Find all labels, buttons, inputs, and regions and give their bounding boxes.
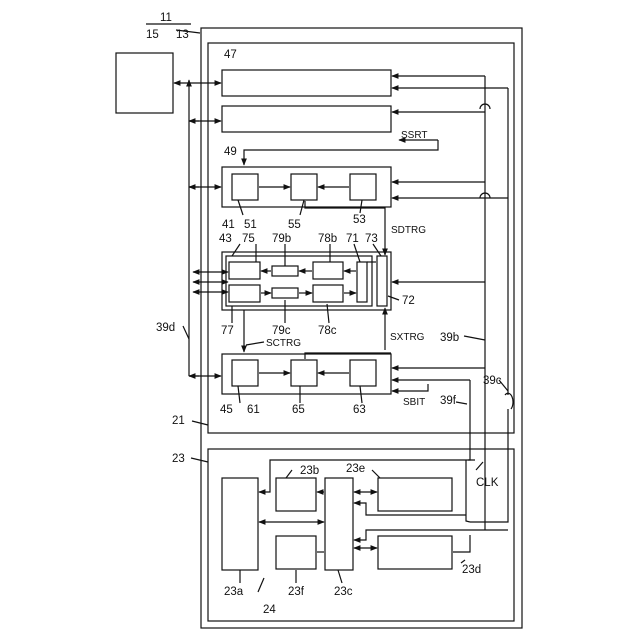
label-sdtrg: SDTRG xyxy=(391,225,426,236)
label-sctrg: SCTRG xyxy=(266,338,301,349)
block-61 xyxy=(232,360,258,386)
label-21: 21 xyxy=(172,415,185,427)
label-73: 73 xyxy=(365,233,378,245)
block-79c xyxy=(272,288,298,298)
box-15 xyxy=(116,53,173,113)
label-65: 65 xyxy=(292,404,305,416)
label-ssrt: SSRT xyxy=(401,130,428,141)
label-79c: 79c xyxy=(272,325,291,337)
label-61: 61 xyxy=(247,404,260,416)
block-47 xyxy=(222,70,391,96)
label-13: 13 xyxy=(176,29,189,41)
label-24: 24 xyxy=(263,604,276,616)
label-51: 51 xyxy=(244,219,257,231)
label-15: 15 xyxy=(146,29,159,41)
label-78b: 78b xyxy=(318,233,337,245)
label-39f: 39f xyxy=(440,395,457,407)
label-71: 71 xyxy=(346,233,359,245)
label-23a: 23a xyxy=(224,586,244,598)
label-63: 63 xyxy=(353,404,366,416)
label-39c: 39c xyxy=(483,375,502,387)
label-sxtrg: SXTRG xyxy=(390,332,425,343)
block-23b xyxy=(276,478,316,511)
label-39b: 39b xyxy=(440,332,459,344)
label-23c: 23c xyxy=(334,586,353,598)
label-53: 53 xyxy=(353,214,366,226)
label-23f: 23f xyxy=(288,586,305,598)
block-65 xyxy=(291,360,317,386)
label-43: 43 xyxy=(219,233,232,245)
label-47: 47 xyxy=(224,49,237,61)
label-45: 45 xyxy=(220,404,233,416)
block-53 xyxy=(350,174,376,200)
block-23f xyxy=(276,536,316,569)
label-78c: 78c xyxy=(318,325,337,337)
label-72: 72 xyxy=(402,295,415,307)
block-75 xyxy=(229,262,260,279)
block-23a xyxy=(222,478,258,570)
label-39d: 39d xyxy=(156,322,175,334)
block-72 xyxy=(377,256,387,306)
label-23e: 23e xyxy=(346,463,365,475)
label-clk: CLK xyxy=(476,477,499,489)
label-77: 77 xyxy=(221,325,234,337)
label-79b: 79b xyxy=(272,233,291,245)
label-11: 11 xyxy=(160,12,172,24)
block-78b xyxy=(313,262,343,279)
block-49 xyxy=(222,106,391,132)
block-55 xyxy=(291,174,317,200)
label-23b: 23b xyxy=(300,465,319,477)
label-23d: 23d xyxy=(462,564,481,576)
block-51 xyxy=(232,174,258,200)
block-63 xyxy=(350,360,376,386)
label-75: 75 xyxy=(242,233,255,245)
block-77 xyxy=(229,285,260,302)
block-23d xyxy=(378,536,452,569)
label-sbit: SBIT xyxy=(403,397,425,408)
block-73 xyxy=(357,262,367,302)
label-41: 41 xyxy=(222,219,235,231)
block-78c xyxy=(313,285,343,302)
label-49: 49 xyxy=(224,146,237,158)
block-23e xyxy=(378,478,452,511)
label-55: 55 xyxy=(288,219,301,231)
block-23c xyxy=(325,478,353,570)
block-79b xyxy=(272,266,298,276)
label-23: 23 xyxy=(172,453,185,465)
